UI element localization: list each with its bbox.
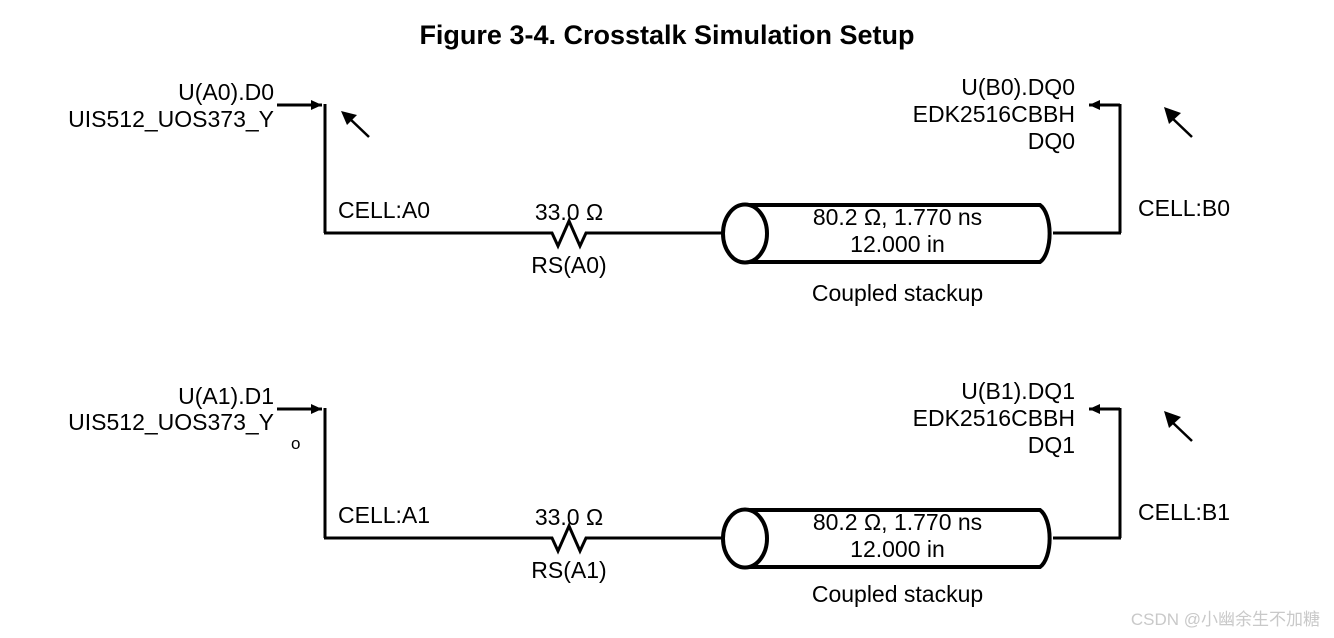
net-1-driver-pin-label: U(A1).D1 <box>178 383 274 409</box>
net-1-tline-body <box>745 508 1052 569</box>
net-0-driver-node-label: CELL:A0 <box>338 197 431 223</box>
net-1-tline-caption: Coupled stackup <box>811 581 984 607</box>
net-1-tline-left-cap <box>721 507 769 570</box>
net-0-resistor-ref-label: RS(A0) <box>531 252 607 278</box>
net-0-tline-left-cap <box>721 202 769 265</box>
net-1-tline-length-label: 12.000 in <box>850 536 945 562</box>
net-0-driver-probe-icon <box>341 111 370 138</box>
net-1-resistor-value-label: 33.0 Ω <box>534 504 604 530</box>
watermark-text: CSDN @小幽余生不加糖 <box>1130 610 1320 629</box>
net-1-tline-impedance-label: 80.2 Ω, 1.770 ns <box>812 509 983 535</box>
page-title: Figure 3-4. Crosstalk Simulation Setup <box>419 20 915 50</box>
net-1-driver-node-label: CELL:A1 <box>338 502 431 528</box>
net-0-tline-body <box>745 203 1052 264</box>
net-0-driver-model-label: UIS512_UOS373_Y <box>68 106 274 132</box>
net-1-resistor-symbol <box>546 522 592 555</box>
net-1-resistor-ref-label: RS(A1) <box>531 557 607 583</box>
net-0-tline-impedance-label: 80.2 Ω, 1.770 ns <box>812 204 983 230</box>
net-1-driver-marker: o <box>291 434 301 453</box>
net-0-resistor-value-label: 33.0 Ω <box>534 199 604 225</box>
net-0-receiver-part-label: EDK2516CBBH <box>912 101 1075 127</box>
net-1-receiver-probe-icon <box>1164 411 1193 442</box>
net-0-tline-caption: Coupled stackup <box>811 280 984 306</box>
net-0-receiver-pin-label: U(B0).DQ0 <box>961 74 1075 100</box>
net-1-receiver-signal-label: DQ1 <box>1027 432 1075 458</box>
net-1-wiring <box>277 404 1193 570</box>
net-0-receiver-probe-icon <box>1164 107 1193 138</box>
net-0-resistor-symbol <box>546 217 592 250</box>
net-0-driver-pin-label: U(A0).D0 <box>178 79 274 105</box>
net-0-tline-length-label: 12.000 in <box>850 231 945 257</box>
net-1-driver-model-label: UIS512_UOS373_Y <box>68 409 274 435</box>
net-1-receiver-part-label: EDK2516CBBH <box>912 405 1075 431</box>
net-1-receiver-pin-label: U(B1).DQ1 <box>961 378 1075 404</box>
net-0-wiring <box>277 100 1193 265</box>
net-1-receiver-node-label: CELL:B1 <box>1138 499 1231 525</box>
net-0-receiver-signal-label: DQ0 <box>1027 128 1075 154</box>
net-0-receiver-node-label: CELL:B0 <box>1138 195 1231 221</box>
